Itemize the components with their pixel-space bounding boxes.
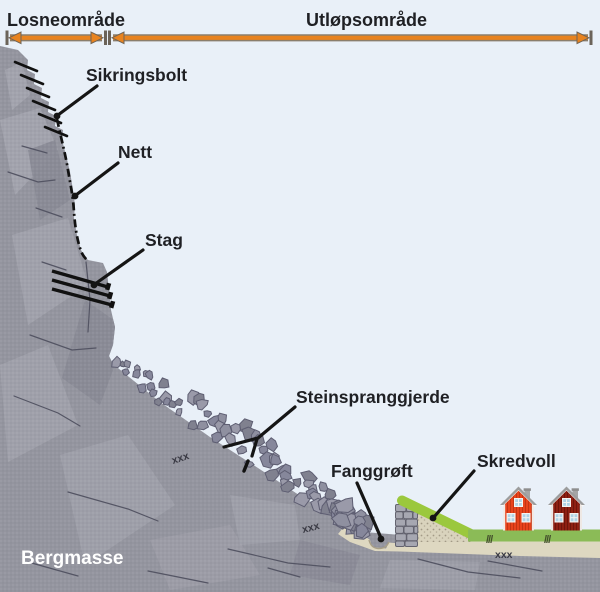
talus-rock	[173, 397, 184, 407]
arrow-end-bar	[108, 30, 111, 45]
label-steinspranggjerde: Steinspranggjerde	[296, 387, 450, 407]
talus-rock	[121, 368, 131, 376]
chimney-cap	[523, 488, 531, 491]
talus-rock	[158, 377, 170, 389]
talus-rock	[132, 369, 141, 379]
embankment-grass-cap	[397, 495, 481, 542]
talus-rock	[148, 388, 158, 398]
house-1	[500, 486, 537, 531]
talus-rock	[136, 383, 147, 394]
gable-window	[514, 498, 523, 507]
label-losneomrade: Losneområde	[7, 10, 125, 30]
label-skredvoll: Skredvoll	[477, 451, 556, 471]
ground-mark: xxx	[495, 549, 513, 561]
grass-strip	[468, 529, 600, 542]
arrowhead-right	[576, 31, 591, 45]
chimney	[524, 489, 530, 499]
leader-stag	[93, 248, 145, 286]
leader-sikringsbolt	[56, 84, 99, 117]
talus-rock	[144, 369, 154, 381]
leader-steinspranggjerde	[222, 405, 297, 458]
arrow-end-bar	[589, 30, 593, 45]
talus-rock	[265, 437, 279, 453]
talus-rock	[334, 497, 354, 514]
arrowhead-left	[110, 31, 125, 45]
talus-rock	[355, 522, 369, 539]
arrowhead-left	[7, 31, 22, 45]
gable-window	[562, 498, 571, 507]
talus-rock	[236, 445, 248, 455]
window	[521, 513, 531, 523]
talus-rock	[203, 410, 213, 418]
leader-skredvoll	[432, 469, 476, 519]
grass-hatch-mark: ///	[486, 534, 493, 546]
roof	[500, 486, 537, 505]
house-2	[548, 486, 585, 531]
label-utlopsomrade: Utløpsområde	[306, 10, 427, 30]
talus-rock	[230, 422, 241, 435]
label-sikringsbolt: Sikringsbolt	[86, 65, 187, 85]
talus-rock	[123, 359, 132, 369]
net-drape-line	[55, 118, 88, 261]
release-zone-arrow	[5, 30, 107, 45]
label-fanggroft: Fanggrøft	[331, 461, 413, 481]
ground-mark: xxx	[170, 450, 191, 467]
talus-rock	[318, 481, 329, 492]
zone-arrows	[5, 30, 593, 45]
talus-rock	[196, 420, 210, 431]
arrowhead-right	[90, 31, 105, 45]
arrow-end-bar	[5, 30, 9, 45]
window	[506, 513, 516, 523]
window	[554, 513, 564, 523]
talus-rock	[175, 408, 183, 417]
leader-nett	[74, 161, 120, 197]
grass-hatch-mark: ///	[544, 534, 551, 546]
label-nett: Nett	[118, 142, 152, 162]
ditch-outline	[368, 539, 390, 550]
corner-board	[531, 504, 534, 531]
skredvoll-embankment	[395, 495, 481, 547]
leader-fanggroft	[355, 481, 383, 540]
corner-board	[579, 504, 582, 531]
talus-rock	[111, 355, 122, 369]
window	[569, 513, 579, 523]
chimney	[572, 489, 578, 499]
rock-bolts	[13, 60, 69, 138]
ground-mark: xxx	[301, 520, 321, 536]
label-bergmasse: Bergmasse	[21, 548, 123, 569]
talus-rock	[195, 398, 209, 411]
corner-board	[551, 504, 554, 531]
chimney-cap	[571, 488, 579, 491]
talus-rock	[292, 477, 302, 488]
stag-anchors	[51, 269, 116, 309]
callout-leaders	[53, 84, 476, 543]
talus-rock	[162, 397, 171, 406]
talus-rock	[270, 453, 283, 466]
embankment-stone-wall	[395, 504, 419, 547]
settlement: /// ///	[468, 486, 600, 546]
talus-rock-pile	[111, 355, 375, 540]
corner-board	[503, 504, 506, 531]
talus-rock	[330, 512, 352, 528]
talus-rock	[187, 420, 199, 431]
arrow-end-bar	[104, 30, 107, 45]
roof	[548, 486, 585, 505]
label-stag: Stag	[145, 230, 183, 250]
runout-zone-arrow	[108, 30, 593, 45]
rockfall-fence-posts	[242, 459, 250, 473]
